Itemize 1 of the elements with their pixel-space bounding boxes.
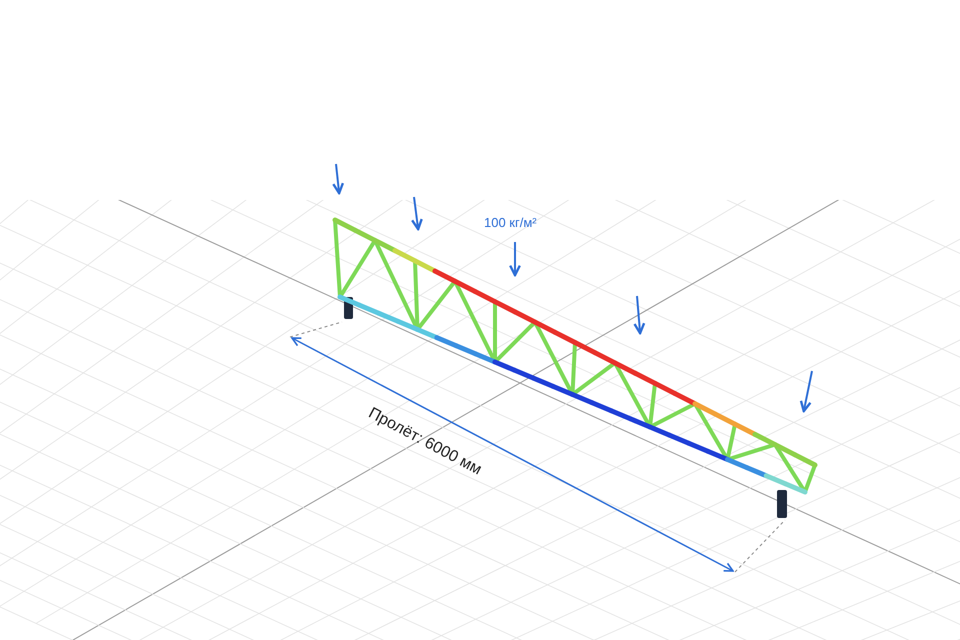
- load-label: 100 кг/м²: [484, 214, 537, 232]
